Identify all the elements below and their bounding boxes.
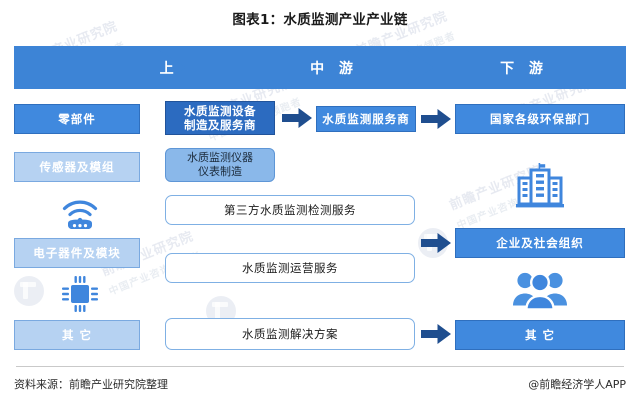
stage-label-downstream: 下 游	[500, 60, 548, 77]
microchip-icon	[58, 274, 102, 314]
people-group-icon	[512, 268, 568, 312]
midstream-header-line1: 水质监测设备	[184, 103, 256, 118]
source-note: 资料来源：前瞻产业研究院整理	[14, 378, 168, 391]
downstream-item-enterprise: 企业及社会组织	[455, 228, 625, 258]
midstream-header-box: 水质监测设备 制造及服务商	[165, 101, 275, 135]
midstream-instrument-line1: 水质监测仪器	[187, 151, 253, 165]
arrow-midstream-to-enterprise	[421, 233, 451, 253]
chart-title: 图表1：水质监测产业产业链	[232, 12, 408, 28]
wifi-router-icon	[58, 196, 102, 230]
stage-label-midstream: 中 游	[310, 60, 358, 77]
app-credit: @前瞻经济学人APP	[528, 378, 626, 391]
midstream-header-line2: 制造及服务商	[184, 118, 256, 132]
footer-divider	[16, 366, 624, 367]
upstream-item-other: 其 它	[14, 320, 140, 350]
midstream-service-third-party: 第三方水质监测检测服务	[165, 195, 415, 225]
stage-header-downstream: 下 游	[400, 46, 626, 89]
arrow-midstream-to-gov	[421, 109, 451, 129]
upstream-header-box: 零部件	[14, 104, 140, 134]
downstream-item-government: 国家各级环保部门	[455, 104, 625, 134]
upstream-item-electronic: 电子器件及模块	[14, 238, 140, 268]
midstream-instrument-box: 水质监测仪器 仪表制造	[165, 148, 275, 182]
watermark-logo	[14, 276, 44, 306]
upstream-item-sensor: 传感器及模组	[14, 152, 140, 182]
midstream-provider-box: 水质监测服务商	[316, 106, 416, 132]
midstream-service-solution: 水质监测解决方案	[165, 318, 415, 350]
midstream-service-operation: 水质监测运营服务	[165, 253, 415, 283]
building-icon	[514, 162, 566, 208]
arrow-equipment-to-provider	[282, 108, 312, 128]
midstream-instrument-line2: 仪表制造	[198, 165, 242, 178]
downstream-item-other: 其 它	[455, 320, 625, 350]
arrow-midstream-to-other	[421, 324, 451, 344]
